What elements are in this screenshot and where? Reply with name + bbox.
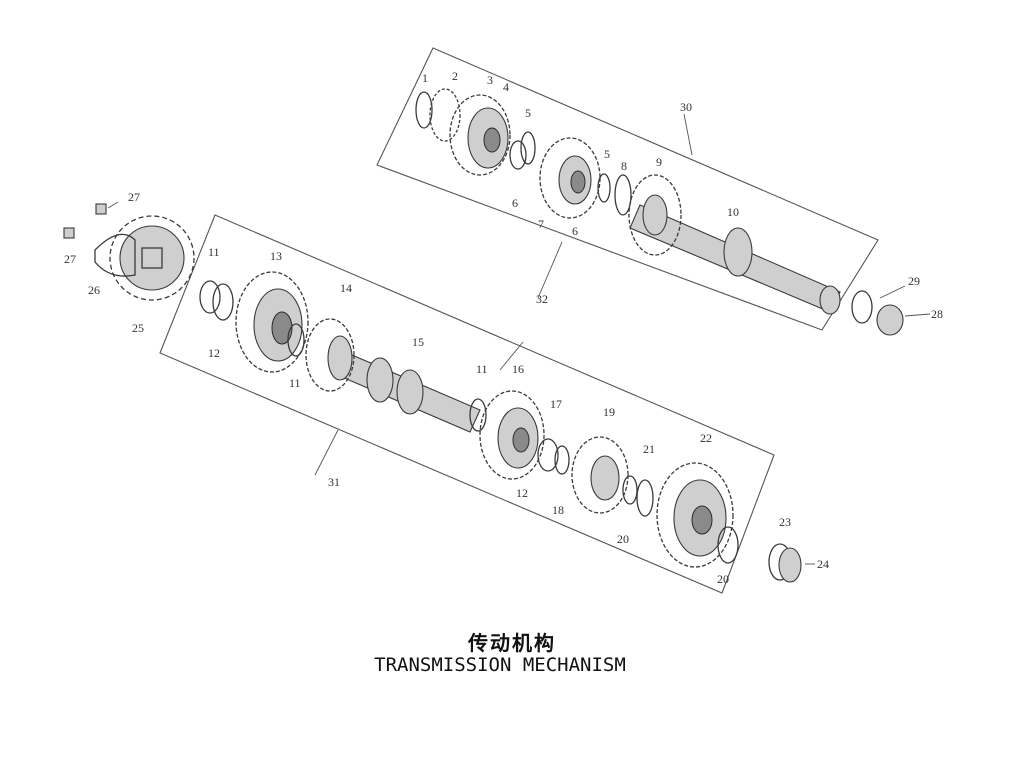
title-chinese: 传动机构 (468, 631, 556, 655)
sprocket-25-hex (141, 247, 163, 269)
gear-19-hub (590, 455, 620, 501)
bushing-18 (537, 438, 559, 472)
shaft-spline-15b (396, 369, 424, 415)
callout-10: 10 (727, 205, 739, 219)
bushing-12a (199, 280, 221, 314)
washer-5a (520, 131, 536, 165)
callout-6a: 6 (512, 196, 518, 210)
leader-lines (107, 113, 931, 565)
callout-19: 19 (603, 405, 615, 419)
callout-14: 14 (340, 281, 352, 295)
callout-25: 25 (132, 321, 144, 335)
callout-3: 3 (487, 73, 493, 87)
callout-18: 18 (552, 503, 564, 517)
washer-1 (415, 91, 433, 129)
callout-29: 29 (908, 274, 920, 288)
callout-5a: 5 (525, 106, 531, 120)
gear-9 (628, 174, 682, 256)
callout-15: 15 (412, 335, 424, 349)
callout-23: 23 (779, 515, 791, 529)
callout-32: 32 (536, 292, 548, 306)
upper-shaft-frame (376, 47, 879, 331)
title-english: TRANSMISSION MECHANISM (374, 654, 626, 676)
bolt-27a (95, 203, 107, 215)
callout-26: 26 (88, 283, 100, 297)
gear-21 (636, 479, 654, 517)
gear-16 (479, 390, 545, 480)
washer-11b (287, 323, 305, 357)
gear-3-bore (483, 127, 501, 153)
washer-20a (622, 475, 638, 505)
gear-7 (539, 137, 601, 219)
callout-30: 30 (680, 100, 692, 114)
bushing-24 (778, 547, 802, 583)
gear-3 (449, 94, 511, 176)
callout-1: 1 (422, 71, 428, 85)
spline-end (819, 285, 841, 315)
callout-22: 22 (700, 431, 712, 445)
washer-29 (851, 290, 873, 324)
washer-20b (717, 526, 739, 564)
callout-11b: 11 (289, 376, 301, 390)
callout-2: 2 (452, 69, 458, 83)
bolt-27b (63, 227, 75, 239)
plate-26 (94, 233, 136, 277)
washer-5b (597, 173, 611, 203)
callout-31: 31 (328, 475, 340, 489)
sprocket-25-body (119, 225, 185, 291)
callout-12b: 12 (516, 486, 528, 500)
callout-21: 21 (643, 442, 655, 456)
callout-11a: 11 (208, 245, 220, 259)
gear-14 (305, 318, 355, 392)
shaft-spline-15 (366, 357, 394, 403)
loose-parts (63, 203, 904, 583)
callout-24: 24 (817, 557, 829, 571)
gear-16-bore (512, 427, 530, 453)
callout-20a: 20 (617, 532, 629, 546)
nut-28 (876, 304, 904, 336)
callout-7: 7 (538, 217, 544, 231)
bushing-6a (509, 140, 527, 170)
sprocket-25 (109, 215, 195, 301)
callout-9: 9 (656, 155, 662, 169)
gear-13-bore (271, 311, 293, 345)
callout-17: 17 (550, 397, 562, 411)
gear-22-bore (691, 505, 713, 535)
gear-19 (571, 436, 629, 514)
gear-14-hub (327, 335, 353, 381)
lower-shaft-frame (159, 214, 775, 594)
washer-11a (212, 283, 234, 321)
callout-5b: 5 (604, 147, 610, 161)
callout-11c: 11 (476, 362, 488, 376)
callout-28: 28 (931, 307, 943, 321)
callout-16: 16 (512, 362, 524, 376)
callout-13: 13 (270, 249, 282, 263)
gear-9-hub (642, 194, 668, 236)
callout-4: 4 (503, 80, 509, 94)
part-8 (614, 174, 632, 216)
callout-20b: 20 (717, 572, 729, 586)
gear-7-bore (570, 170, 586, 194)
washer-11c (469, 398, 487, 432)
callout-12a: 12 (208, 346, 220, 360)
callout-27a: 27 (128, 190, 140, 204)
callout-8: 8 (621, 159, 627, 173)
washer-17 (554, 445, 570, 475)
gear-13 (235, 271, 309, 373)
callout-6b: 6 (572, 224, 578, 238)
gear-10 (723, 227, 753, 277)
upper-shaft-assembly (415, 88, 841, 315)
callouts: 1 2 3 4 5 6 7 6 5 8 9 10 30 29 28 32 27 … (64, 69, 943, 586)
lower-shaft-assembly (199, 271, 739, 568)
callout-27b: 27 (64, 252, 76, 266)
gear-22 (656, 462, 734, 568)
gear-2 (429, 88, 461, 142)
